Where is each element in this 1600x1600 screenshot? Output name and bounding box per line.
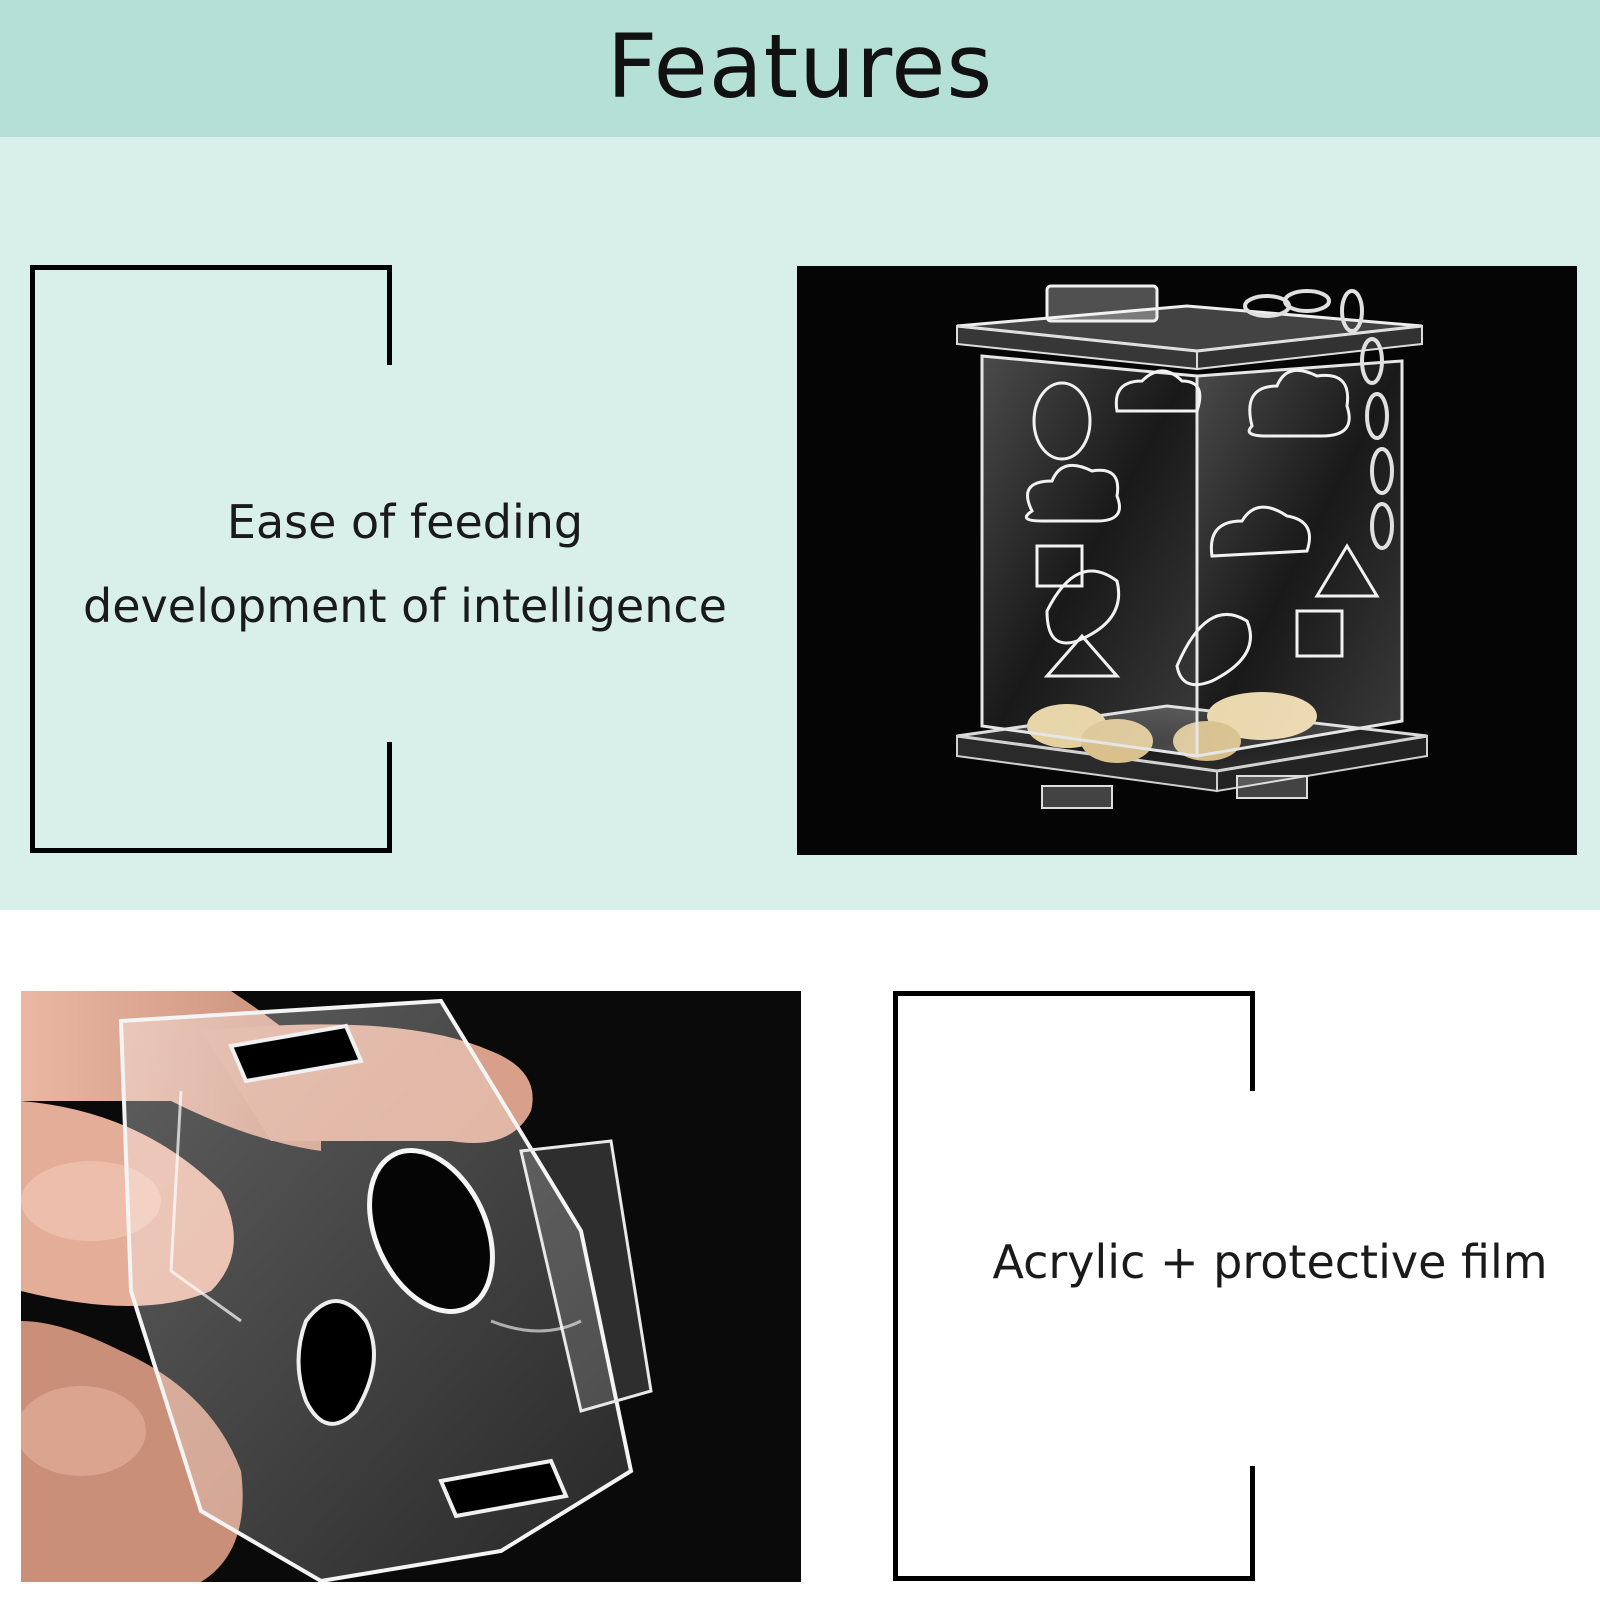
caption-frame-1	[30, 265, 392, 853]
frame-left	[30, 265, 35, 853]
product-photo-panel	[21, 991, 801, 1582]
frame-right-top	[1250, 991, 1255, 1091]
caption-line-1: Ease of feeding	[226, 495, 584, 549]
product-photo-feeder	[797, 266, 1577, 855]
acrylic-feeder-box-icon	[797, 266, 1577, 855]
frame-top	[30, 265, 392, 270]
frame-top	[893, 991, 1255, 996]
frame-right-bottom	[387, 742, 392, 853]
frame-bottom	[893, 1576, 1255, 1581]
caption-line: Acrylic + protective film	[992, 1235, 1548, 1289]
frame-bottom	[30, 848, 392, 853]
frame-right-top	[387, 265, 392, 365]
frame-right-bottom	[1250, 1466, 1255, 1581]
page-title: Features	[606, 15, 994, 118]
acrylic-panel-hand-icon	[21, 991, 801, 1582]
caption-line-2: development of intelligence	[83, 579, 727, 633]
header-banner: Features	[0, 0, 1600, 137]
feature-caption-1: Ease of feeding development of intellige…	[40, 480, 770, 648]
caption-frame-2	[893, 991, 1255, 1581]
frame-left	[893, 991, 898, 1581]
feature-caption-2: Acrylic + protective film	[975, 1220, 1565, 1304]
